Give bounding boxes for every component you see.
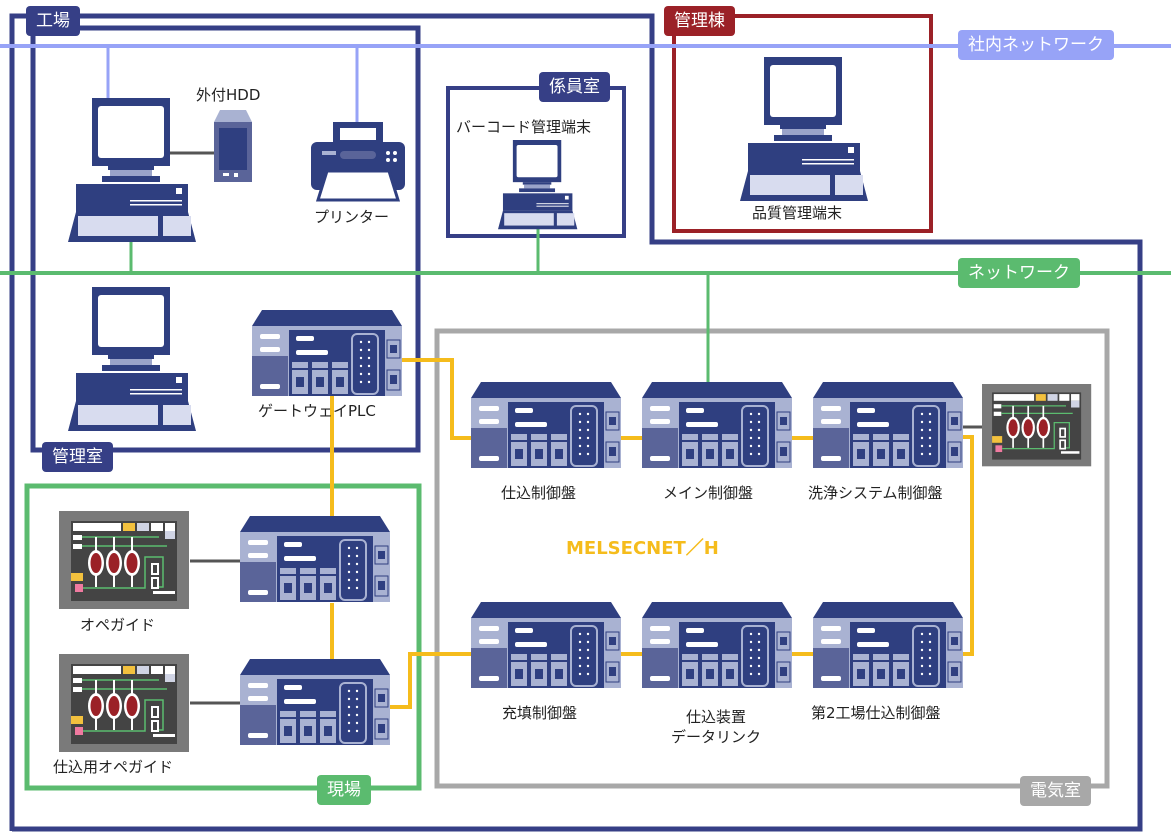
plc-icon bbox=[470, 381, 622, 469]
label-datalink-line1: 仕込装置 bbox=[685, 708, 746, 726]
label-datalink: 仕込装置 データリンク bbox=[664, 708, 768, 747]
plc-icon bbox=[239, 515, 391, 603]
field-boundary bbox=[24, 483, 422, 791]
admin-building-boundary bbox=[672, 14, 933, 233]
label-main-panel: メイン制御盤 bbox=[663, 484, 754, 502]
plc-icon bbox=[641, 381, 793, 469]
hmi-panel-icon bbox=[981, 383, 1092, 467]
area-tag-field: 現場 bbox=[317, 775, 371, 805]
computer-icon bbox=[740, 57, 868, 201]
label-barcode-terminal: バーコード管理端末 bbox=[456, 118, 592, 136]
label-datalink-line2: データリンク bbox=[670, 727, 761, 746]
plc-icon bbox=[812, 601, 964, 689]
plc-icon bbox=[239, 658, 391, 746]
hmi-panel-icon bbox=[58, 653, 190, 753]
computer-icon bbox=[68, 98, 196, 242]
network-label-melsecnet: MELSECNET／H bbox=[566, 538, 719, 559]
area-tag-staff-room: 係員室 bbox=[539, 72, 610, 102]
label-opeguide: オペガイド bbox=[80, 616, 156, 634]
control-room-boundary bbox=[30, 25, 421, 453]
computer-icon bbox=[68, 287, 196, 431]
plc-icon bbox=[470, 601, 622, 689]
electrical-room-boundary bbox=[434, 328, 1110, 789]
printer-icon bbox=[311, 122, 405, 202]
external-hdd-icon bbox=[214, 110, 252, 182]
label-quality-terminal: 品質管理端末 bbox=[752, 204, 843, 222]
plc-icon bbox=[641, 601, 793, 689]
label-external-hdd: 外付HDD bbox=[196, 86, 261, 104]
factory-boundary bbox=[9, 13, 1143, 832]
label-printer: プリンター bbox=[314, 208, 390, 226]
hmi-panel-icon bbox=[58, 510, 190, 610]
gateway-plc-icon bbox=[251, 309, 403, 397]
staff-room-boundary bbox=[446, 86, 626, 238]
label-charge-panel: 仕込制御盤 bbox=[501, 484, 577, 502]
network-tag-network: ネットワーク bbox=[958, 258, 1080, 288]
plc-icon bbox=[812, 381, 964, 469]
area-tag-control-room: 管理室 bbox=[42, 442, 113, 472]
area-tag-admin-building: 管理棟 bbox=[664, 6, 735, 36]
melsecnet-cables bbox=[330, 358, 974, 709]
network-tag-intranet: 社内ネットワーク bbox=[958, 30, 1114, 60]
label-fill-panel: 充填制御盤 bbox=[502, 704, 578, 722]
label-charge-opeguide: 仕込用オペガイド bbox=[53, 758, 174, 776]
area-tag-factory: 工場 bbox=[26, 6, 80, 36]
label-gateway-plc: ゲートウェイPLC bbox=[258, 402, 376, 420]
computer-icon bbox=[498, 140, 578, 230]
area-tag-electrical-room: 電気室 bbox=[1020, 776, 1091, 806]
label-factory2-panel: 第2工場仕込制御盤 bbox=[811, 704, 941, 722]
label-wash-panel: 洗浄システム制御盤 bbox=[808, 484, 943, 502]
